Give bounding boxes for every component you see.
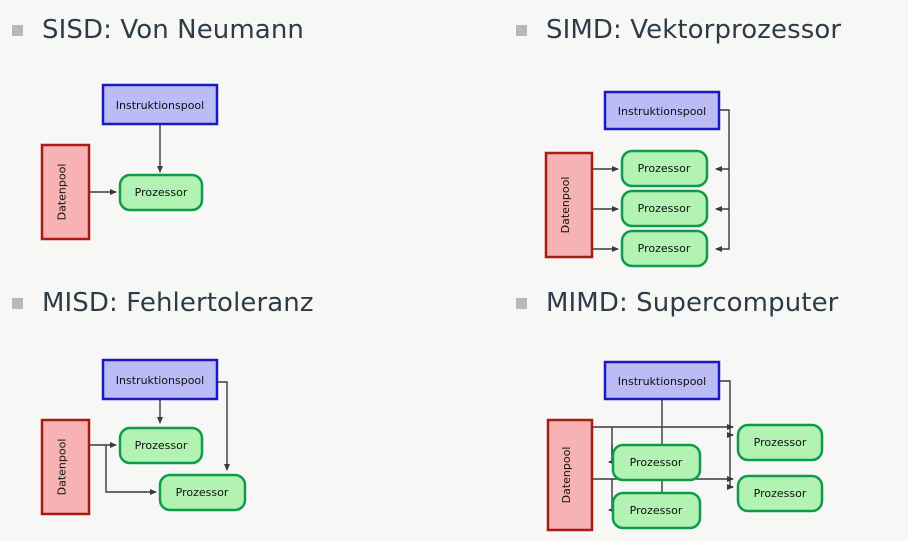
square-bullet-icon (12, 297, 23, 309)
prozessor-box-4: Prozessor (736, 474, 824, 513)
diagram-sisd: Instruktionspool Datenpool Prozessor (40, 83, 219, 241)
item-head-mimd: MIMD: Supercomputer (516, 290, 838, 316)
datenpool-label: Datenpool (560, 447, 573, 504)
diagram-mimd: Instruktionspool Datenpool Prozessor Pro… (546, 360, 824, 532)
prozessor-box-2: Prozessor (611, 491, 702, 530)
item-head-simd: SIMD: Vektorprozessor (516, 17, 841, 43)
prozessor-label: Prozessor (754, 487, 807, 500)
item-head-misd: MISD: Fehlertoleranz (12, 290, 314, 316)
instruktionspool-box: Instruktionspool (603, 360, 721, 401)
instruktionspool-box: Instruktionspool (603, 90, 721, 131)
quadrant-simd: SIMD: Vektorprozessor Instruktionspool (454, 0, 908, 270)
instruktionspool-label: Instruktionspool (618, 105, 706, 118)
datenpool-label: Datenpool (559, 177, 572, 234)
prozessor-box-2: Prozessor (158, 473, 247, 512)
prozessor-label: Prozessor (630, 504, 683, 517)
diagram-simd: Instruktionspool Datenpool Prozessor Pro… (544, 90, 730, 268)
instruktionspool-label: Instruktionspool (618, 375, 706, 388)
square-bullet-icon (516, 24, 527, 36)
page-title-simd: SIMD: Vektorprozessor (546, 15, 842, 45)
prozessor-label: Prozessor (754, 436, 807, 449)
quadrant-sisd: SISD: Von Neumann Instruktionspool Daten… (0, 0, 454, 270)
square-bullet-icon (516, 297, 527, 309)
datenpool-box: Datenpool (546, 418, 594, 532)
datenpool-box: Datenpool (40, 418, 91, 516)
instruktionspool-box: Instruktionspool (101, 358, 219, 401)
page-title-sisd: SISD: Von Neumann (42, 15, 304, 45)
instruktionspool-label: Instruktionspool (116, 99, 204, 112)
prozessor-box-1: Prozessor (620, 149, 709, 188)
item-head-sisd: SISD: Von Neumann (12, 17, 304, 43)
prozessor-label: Prozessor (135, 439, 188, 452)
diagram-misd: Instruktionspool Datenpool Prozessor Pro… (40, 358, 247, 516)
datenpool-label: Datenpool (56, 439, 69, 496)
prozessor-label: Prozessor (135, 186, 188, 199)
instruktionspool-label: Instruktionspool (116, 374, 204, 387)
datenpool-box: Datenpool (544, 151, 594, 259)
prozessor-label: Prozessor (630, 456, 683, 469)
page-title-mimd: MIMD: Supercomputer (546, 288, 839, 318)
prozessor-box-3: Prozessor (736, 423, 824, 462)
quadrant-misd: MISD: Fehlertoleranz Instruktionspool (0, 270, 454, 540)
prozessor-box-3: Prozessor (620, 229, 709, 268)
page-title-misd: MISD: Fehlertoleranz (42, 288, 314, 318)
prozessor-label: Prozessor (176, 486, 229, 499)
datenpool-label: Datenpool (56, 164, 69, 221)
prozessor-label: Prozessor (638, 242, 691, 255)
prozessor-box-1: Prozessor (118, 173, 204, 212)
instruktionspool-box: Instruktionspool (101, 83, 219, 126)
prozessor-label: Prozessor (638, 202, 691, 215)
prozessor-box-1: Prozessor (118, 426, 204, 465)
prozessor-box-2: Prozessor (620, 189, 709, 228)
square-bullet-icon (12, 24, 23, 36)
prozessor-label: Prozessor (638, 162, 691, 175)
datenpool-box: Datenpool (40, 143, 91, 241)
prozessor-box-1: Prozessor (611, 443, 702, 482)
quadrant-mimd: MIMD: Supercomputer (454, 270, 908, 540)
